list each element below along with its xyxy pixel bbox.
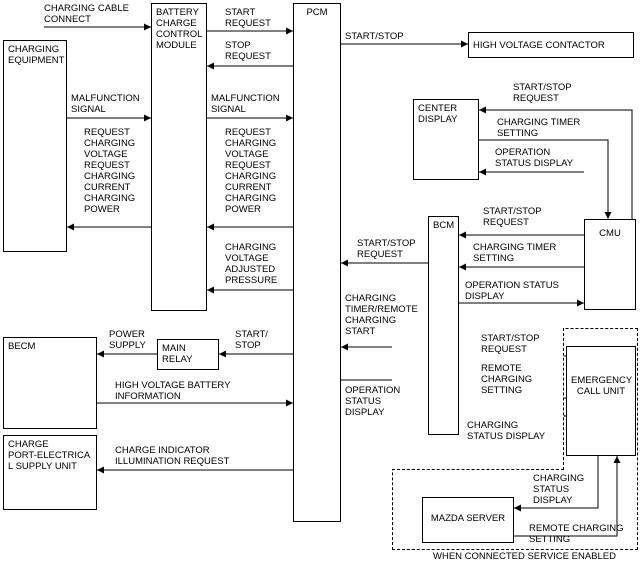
label-charge-indicator: CHARGE INDICATOR ILLUMINATION REQUEST [115,445,230,467]
label-charging-voltage-adjusted: CHARGING VOLTAGE ADJUSTED PRESSURE [225,242,278,286]
label-server-charging-status-display: CHARGING STATUS DISPLAY [533,473,585,506]
arrow-ecu-server-status [514,456,599,512]
label-connected-service: WHEN CONNECTED SERVICE ENABLED [433,551,616,562]
label-malfunction-right: MALFUNCTION SIGNAL [211,93,280,115]
label-hv-battery-info: HIGH VOLTAGE BATTERY INFORMATION [115,380,231,402]
high-voltage-contactor-box: HIGH VOLTAGE CONTACTOR [468,32,634,58]
label-pcm-start-stop-request: START/STOP REQUEST [357,238,416,260]
pcm-box: PCM [293,3,341,522]
main-relay-box: MAIN RELAY [157,339,219,370]
label-requests-left: REQUEST CHARGING VOLTAGE REQUEST CHARGIN… [84,127,136,215]
label-cmu-operation-status-display: OPERATION STATUS DISPLAY [495,147,574,169]
label-charging-timer-remote: CHARGING TIMER/REMOTE CHARGING START [345,293,418,337]
label-bcm-operation-status-display: OPERATION STATUS DISPLAY [465,280,559,302]
charge-port-electrical-supply-unit-box: CHARGE PORT-ELECTRICA L SUPPLY UNIT [3,435,97,510]
mazda-server-box: MAZDA SERVER [422,497,514,543]
label-remote-charging-setting-server: REMOTE CHARGING SETTING [529,523,624,545]
label-remote-charging-setting: REMOTE CHARGING SETTING [481,363,533,396]
cmu-box: CMU [584,219,636,310]
label-hv-start-stop: START/STOP [345,31,404,42]
label-start-stop-relay: START/ STOP [235,329,268,351]
arrow-server-ecu-remote [514,456,621,537]
arrow-charging-timer-to-cmu [479,139,612,219]
label-charging-status-display: CHARGING STATUS DISPLAY [467,420,546,442]
emergency-call-unit-box: EMERGENCY CALL UNIT [566,346,636,456]
label-malfunction-left: MALFUNCTION SIGNAL [71,93,140,115]
label-bcm-charging-timer-setting: CHARGING TIMER SETTING [473,242,557,264]
bcm-box: BCM [428,216,459,435]
label-operation-status-display-bcm: OPERATION STATUS DISPLAY [345,385,401,418]
label-charging-cable-connect: CHARGING CABLE CONNECT [44,3,129,25]
label-bcm-start-stop-request: START/STOP REQUEST [483,206,542,228]
battery-charge-control-module-box: BATTERY CHARGE CONTROL MODULE [151,3,207,311]
label-stop-request: STOP REQUEST [225,40,271,62]
label-requests-right: REQUEST CHARGING VOLTAGE REQUEST CHARGIN… [225,127,277,215]
label-cmu-start-stop-request: START/STOP REQUEST [513,82,572,104]
arrow-cmu-start-stop [479,106,633,219]
becm-box: BECM [3,337,97,429]
charging-equipment-box: CHARGING EQUIPMENT [3,40,67,252]
label-power-supply: POWER SUPPLY [109,329,146,351]
label-start-request: START REQUEST [225,7,271,29]
connected-service-boundary-notch [392,328,564,470]
label-ecu-start-stop-request: START/STOP REQUEST [481,333,540,355]
label-cmu-charging-timer-setting: CHARGING TIMER SETTING [497,117,581,139]
center-display-box: CENTER DISPLAY [413,99,479,180]
